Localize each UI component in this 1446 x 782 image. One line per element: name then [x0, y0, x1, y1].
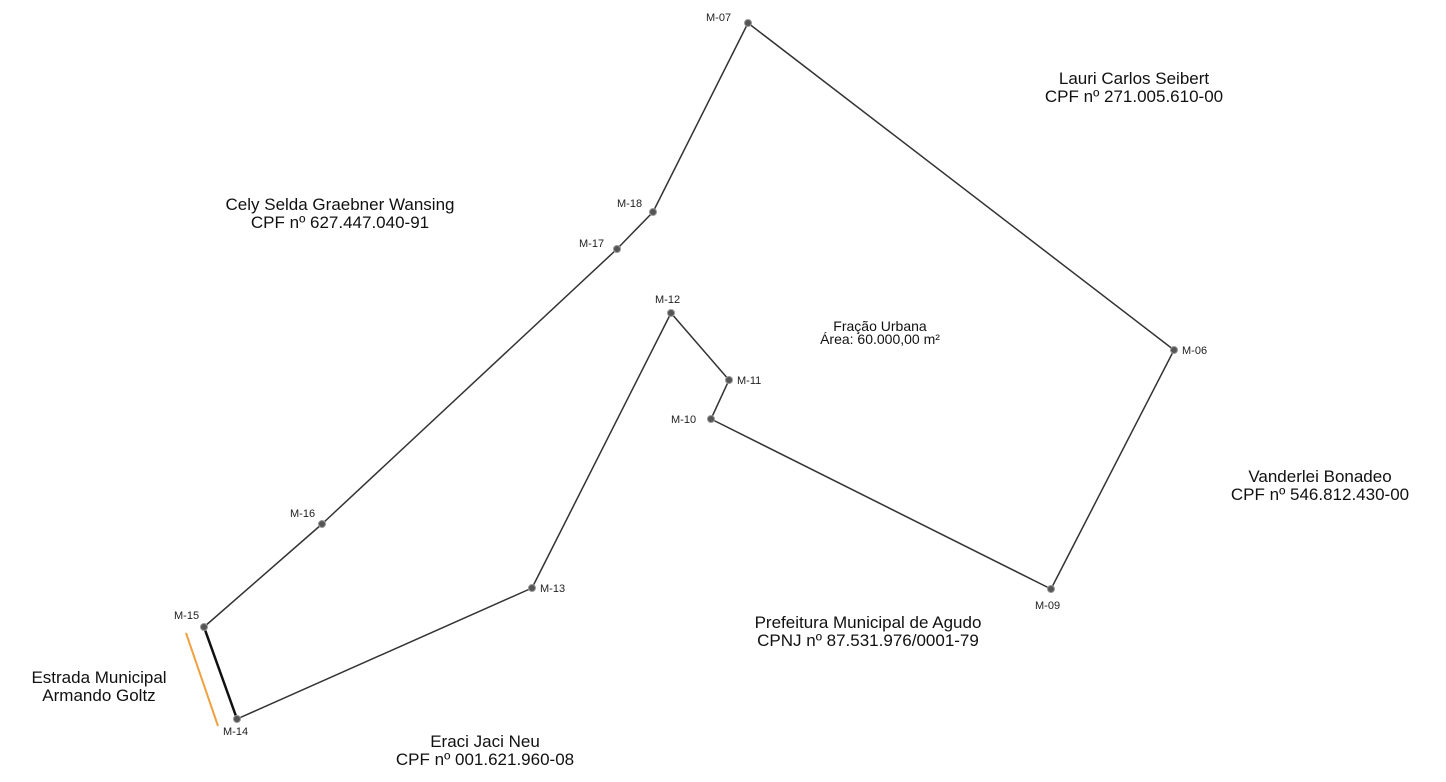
boundary-segment [203, 523, 323, 628]
vertex-label: M-10 [671, 414, 696, 426]
vertex-marker [649, 208, 657, 216]
neighbor-lauri: Lauri Carlos Seibert CPF nº 271.005.610-… [1045, 70, 1223, 106]
neighbor-eraci: Eraci Jaci Neu CPF nº 001.621.960-08 [396, 733, 574, 769]
vertex-marker [725, 376, 733, 384]
neighbor-name: Vanderlei Bonadeo [1248, 467, 1392, 486]
vertex-marker [667, 309, 675, 317]
vertex-marker [200, 623, 208, 631]
neighbor-name: Eraci Jaci Neu [430, 732, 540, 751]
vertex-label: M-12 [655, 294, 680, 306]
parcel-area: Área: 60.000,00 m² [820, 331, 940, 347]
neighbor-doc: CPF nº 627.447.040-91 [250, 213, 430, 232]
boundary-segment [747, 22, 1175, 351]
vertex-label: M-07 [706, 12, 731, 24]
road-name: Estrada Municipal [31, 668, 167, 687]
vertex-marker [1047, 585, 1055, 593]
vertex-label: M-16 [290, 508, 315, 520]
boundary-segment [321, 248, 618, 525]
vertex-label: M-09 [1035, 600, 1060, 612]
neighbor-vanderlei: Vanderlei Bonadeo CPF nº 546.812.430-00 [1231, 468, 1409, 504]
neighbor-doc: CPNJ nº 87.531.976/0001-79 [757, 631, 979, 650]
vertex-label: M-17 [579, 238, 604, 250]
road-name-2: Armando Goltz [42, 686, 156, 705]
boundary-segment [616, 211, 654, 250]
vertex-label: M-14 [223, 726, 248, 738]
neighbor-doc: CPF nº 271.005.610-00 [1044, 87, 1224, 106]
vertex-marker [744, 19, 752, 27]
boundary-segment [236, 587, 533, 720]
vertex-marker [1170, 346, 1178, 354]
boundary-segment [710, 379, 730, 420]
neighbor-prefeitura: Prefeitura Municipal de Agudo CPNJ nº 87… [755, 614, 982, 650]
neighbor-doc: CPF nº 546.812.430-00 [1230, 485, 1410, 504]
road-line [185, 632, 219, 727]
vertex-marker [528, 584, 536, 592]
boundary-segment [1050, 349, 1175, 590]
vertex-label: M-06 [1182, 345, 1207, 357]
vertex-marker [233, 715, 241, 723]
vertex-label: M-13 [540, 583, 565, 595]
parcel-title: Fração Urbana [833, 318, 927, 334]
boundary-segment [531, 312, 672, 589]
vertex-label: M-11 [737, 375, 761, 387]
vertex-marker [707, 415, 715, 423]
vertex-marker [318, 520, 326, 528]
neighbor-name: Prefeitura Municipal de Agudo [754, 613, 982, 632]
boundary-segment [670, 312, 730, 381]
neighbor-name: Cely Selda Graebner Wansing [225, 195, 455, 214]
vertex-marker [613, 245, 621, 253]
boundary-segment [652, 22, 749, 213]
road-label: Estrada Municipal Armando Goltz [31, 669, 166, 705]
neighbor-doc: CPF nº 001.621.960-08 [395, 750, 575, 769]
boundary-segment [710, 418, 1052, 590]
vertex-label: M-15 [174, 610, 199, 622]
boundary-segment [202, 626, 239, 720]
neighbor-name: Lauri Carlos Seibert [1058, 69, 1210, 88]
parcel-label: Fração Urbana Área: 60.000,00 m² [820, 318, 940, 347]
vertex-label: M-18 [617, 198, 642, 210]
neighbor-cely: Cely Selda Graebner Wansing CPF nº 627.4… [226, 196, 455, 232]
